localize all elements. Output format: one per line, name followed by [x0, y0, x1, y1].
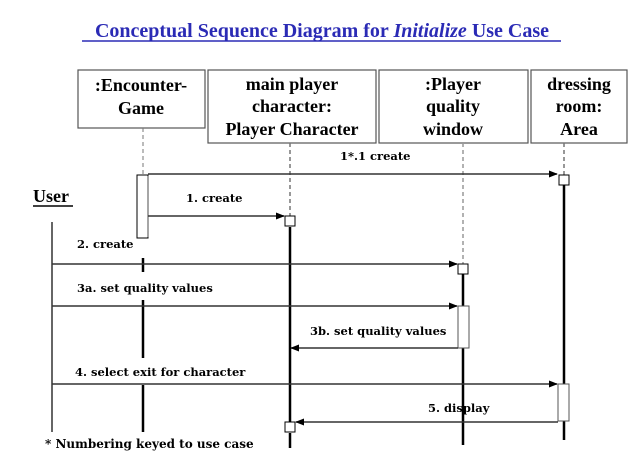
title-prefix: Conceptual Sequence Diagram for: [95, 20, 394, 42]
object-label-line: Area: [560, 119, 598, 139]
activation-quality-window: [457, 305, 470, 349]
object-label-line: :Player: [425, 74, 481, 94]
object-encounter-game: :Encounter- Game: [77, 69, 206, 129]
title-suffix: Use Case: [467, 20, 549, 42]
message-label: 5. display: [428, 401, 490, 415]
message-label: 1. create: [186, 191, 242, 205]
object-label-line: window: [423, 119, 483, 139]
object-label-line: main player: [246, 74, 339, 94]
creation-box-main-player-display: [284, 421, 296, 433]
activation-dressing-room: [557, 383, 570, 422]
object-dressing-room: dressing room: Area: [530, 69, 628, 144]
message-2-create: 2. create: [52, 237, 458, 268]
creation-box-dressing-room: [558, 174, 570, 186]
title-emphasis: Initialize: [392, 20, 466, 42]
message-1-1-create: 1*.1 create: [148, 149, 558, 178]
message-label: 4. select exit for character: [75, 365, 246, 379]
message-3a-set-quality-values: 3a. set quality values: [52, 281, 458, 310]
message-1-create: 1. create: [148, 191, 285, 220]
footnote: * Numbering keyed to use case: [45, 437, 254, 451]
object-label-line: :Encounter-: [95, 75, 187, 95]
object-label-line: Game: [118, 98, 164, 118]
message-label: 3b. set quality values: [310, 324, 446, 338]
creation-box-quality-window: [457, 263, 469, 275]
object-label-line: quality: [426, 96, 480, 116]
creation-box-main-player: [284, 215, 296, 227]
activation-encounter-game: [136, 174, 149, 239]
message-label: 3a. set quality values: [77, 281, 213, 295]
object-player-quality-window: :Player quality window: [378, 69, 529, 144]
message-3b-set-quality-values: 3b. set quality values: [290, 324, 458, 352]
message-5-display: 5. display: [295, 401, 558, 426]
object-main-player-character: main player character: Player Character: [207, 69, 377, 144]
message-label: 2. create: [77, 237, 133, 251]
object-label-line: room:: [556, 96, 603, 116]
message-4-select-exit: 4. select exit for character: [52, 365, 558, 388]
object-label-line: Player Character: [225, 119, 358, 139]
message-label: 1*.1 create: [340, 149, 410, 163]
actor-user-label: User: [33, 186, 69, 206]
object-label-line: character:: [252, 96, 332, 116]
diagram-title: Conceptual Sequence Diagram for Initiali…: [82, 20, 561, 42]
object-label-line: dressing: [547, 74, 611, 94]
svg-text:Conceptual Sequence Diagram fo: Conceptual Sequence Diagram for Initiali…: [95, 20, 549, 42]
